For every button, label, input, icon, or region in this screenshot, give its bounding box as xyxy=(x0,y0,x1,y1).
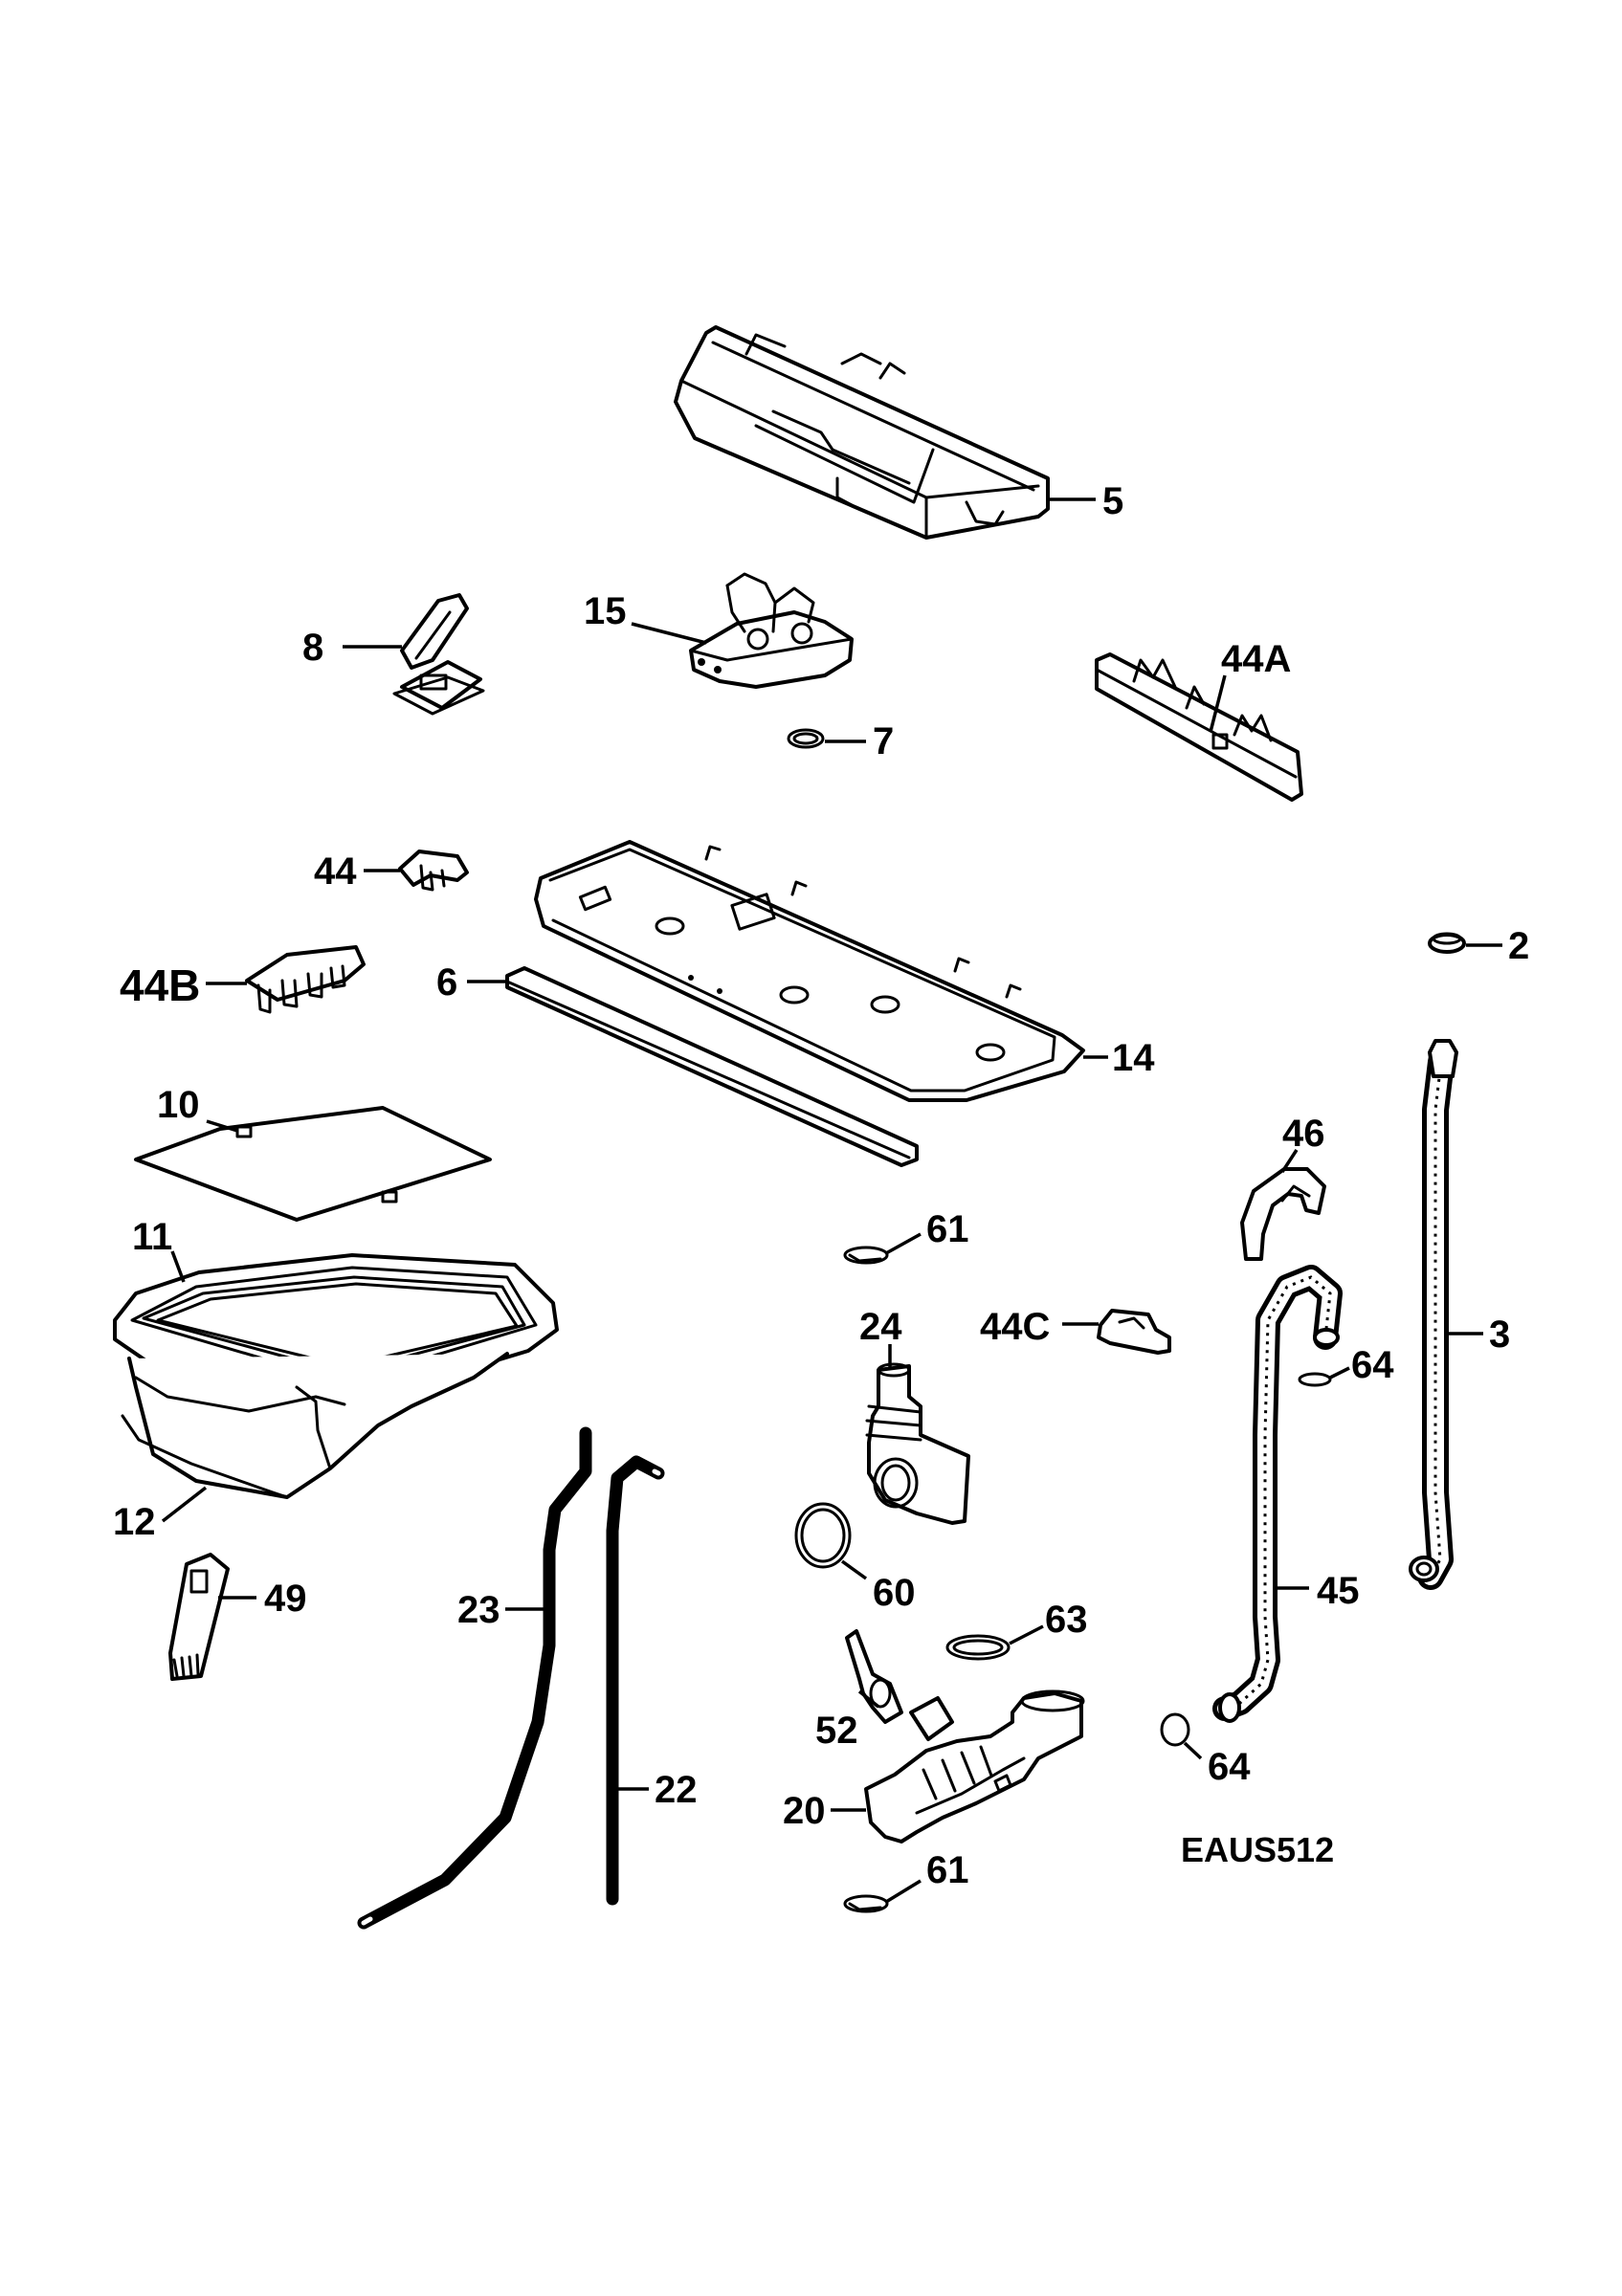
callout-63: 63 xyxy=(1045,1599,1088,1641)
callout-23: 23 xyxy=(457,1589,500,1631)
leader-61b xyxy=(885,1879,922,1904)
callout-44b: 44B xyxy=(120,960,200,1010)
part-61-clamp-upper xyxy=(843,1246,889,1265)
part-44c-clip xyxy=(1097,1309,1171,1355)
part-14-top-panel xyxy=(534,840,1085,1102)
callout-5: 5 xyxy=(1102,480,1123,522)
part-63-clamp xyxy=(945,1634,1011,1661)
part-61-clamp-lower xyxy=(843,1894,889,1913)
callout-52: 52 xyxy=(815,1710,858,1752)
part-8-door-lock xyxy=(392,593,485,716)
callout-7: 7 xyxy=(873,720,894,762)
part-2-cap xyxy=(1428,932,1466,954)
callout-44c: 44C xyxy=(980,1306,1050,1348)
part-45-drain-hose xyxy=(1212,1265,1343,1723)
callout-8: 8 xyxy=(302,627,323,669)
callout-14: 14 xyxy=(1112,1037,1155,1079)
part-44a-wiring-bracket xyxy=(1095,652,1303,802)
callout-44a: 44A xyxy=(1221,638,1291,680)
part-52-pressure-fitting xyxy=(845,1629,903,1724)
part-64-clamp-lower xyxy=(1160,1712,1190,1747)
part-7-o-ring xyxy=(787,728,825,749)
leader-61a xyxy=(885,1232,922,1255)
leader-60 xyxy=(840,1559,868,1580)
part-6-trim-strip xyxy=(505,966,919,1167)
part-10-lid-panel xyxy=(134,1106,492,1222)
part-12-bellows xyxy=(121,1352,509,1499)
leader-15 xyxy=(631,622,707,645)
part-64-clamp-upper xyxy=(1298,1372,1332,1387)
callout-20: 20 xyxy=(783,1790,826,1832)
part-20-drain-bellows xyxy=(864,1689,1085,1843)
part-23-hose xyxy=(357,1426,592,1930)
callout-12: 12 xyxy=(113,1501,156,1543)
leader-11 xyxy=(170,1250,186,1283)
leader-46 xyxy=(1280,1149,1299,1173)
part-49-connector xyxy=(168,1553,230,1681)
part-5-dispenser-housing xyxy=(674,325,1050,540)
part-44b-multi-wire-clip xyxy=(245,945,366,1014)
callout-3: 3 xyxy=(1489,1314,1510,1356)
callout-10: 10 xyxy=(157,1084,200,1126)
callout-45: 45 xyxy=(1317,1570,1360,1612)
leader-52 xyxy=(857,1689,880,1709)
callout-61-lower: 61 xyxy=(926,1849,969,1891)
callout-44: 44 xyxy=(314,850,357,893)
part-15-water-valve xyxy=(689,572,854,689)
part-44-wire-clip xyxy=(398,850,469,892)
callout-15: 15 xyxy=(584,590,627,632)
callout-64-lower: 64 xyxy=(1208,1746,1251,1788)
callout-2: 2 xyxy=(1508,925,1529,967)
callout-24: 24 xyxy=(859,1306,902,1348)
callout-61-upper: 61 xyxy=(926,1208,969,1250)
leader-12 xyxy=(161,1486,208,1523)
part-46-hose-hook xyxy=(1240,1167,1326,1261)
callout-60: 60 xyxy=(873,1572,916,1614)
diagram-code: EAUS512 xyxy=(1181,1830,1334,1869)
callout-46: 46 xyxy=(1282,1113,1325,1155)
leader-10 xyxy=(206,1119,238,1133)
leader-64b xyxy=(1183,1741,1203,1760)
part-3-inlet-hose xyxy=(1409,1039,1458,1590)
callout-6: 6 xyxy=(436,961,457,1004)
leader-44a xyxy=(1209,674,1227,733)
callout-11: 11 xyxy=(132,1216,172,1258)
leader-64a xyxy=(1329,1366,1350,1380)
leader-63 xyxy=(1009,1624,1044,1645)
callout-49: 49 xyxy=(264,1578,307,1620)
part-22-hose xyxy=(606,1455,665,1906)
callout-22: 22 xyxy=(655,1769,698,1811)
part-60-clamp-ring xyxy=(794,1502,852,1569)
callout-64-upper: 64 xyxy=(1351,1344,1394,1386)
part-24-bellows-connector xyxy=(865,1362,970,1525)
